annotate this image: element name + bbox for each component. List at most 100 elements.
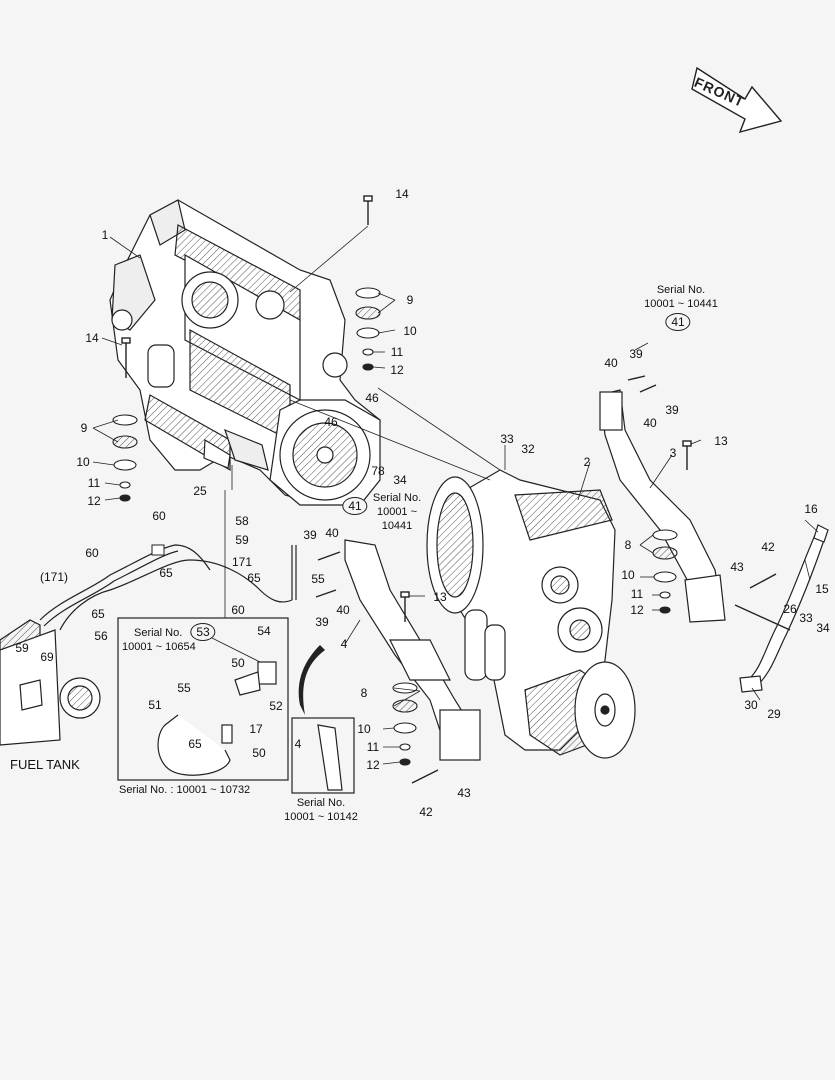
serial-note-mid: Serial No. 10001 ~ 10441 [373,491,421,533]
callout-50: 50 [231,656,245,670]
callout-13: 13 [433,590,447,604]
callout-40: 40 [604,356,618,370]
serial-note-title: Serial No. [296,797,346,809]
callout-60: 60 [152,509,166,523]
serial-note-title: Serial No. [372,492,422,504]
ref-53: 53 [190,623,216,641]
serial-note-title: Serial No. [134,627,183,639]
callout-43: 43 [457,786,471,800]
callout-46: 46 [324,415,338,429]
bolts [121,195,777,784]
callout-25: 25 [193,484,207,498]
leader-lines [92,225,819,765]
front-arrow-icon [691,66,783,134]
callout-34: 34 [816,621,830,635]
mount-stack-right [652,529,678,614]
callout-54: 54 [257,624,271,638]
callout-43: 43 [730,560,744,574]
callout-59: 59 [235,533,249,547]
mount-stack-left [112,414,138,502]
callout-12: 12 [630,603,644,617]
callout-13: 13 [714,434,728,448]
mount-stack-top [355,287,381,371]
serial-note-box: Serial No. 10001 ~ 10654 [122,626,196,654]
callout-78: 78 [371,464,385,478]
callout-4-detail: 4 [294,737,302,751]
mount-stack-mid [392,682,418,766]
callout-8: 8 [624,538,632,552]
callout-10: 10 [76,455,90,469]
callout-65: 65 [91,607,105,621]
callout-11: 11 [87,476,101,490]
callout-39: 39 [303,528,317,542]
callout-11: 11 [630,587,644,601]
bracket-curve [298,645,325,715]
engine-assembly [109,199,381,506]
callout-39: 39 [665,403,679,417]
callout-29: 29 [767,707,781,721]
callout-17: 17 [249,722,263,736]
callout-59: 59 [15,641,29,655]
callout-171-paren: (171) [39,570,69,584]
callout-40: 40 [643,416,657,430]
callout-40: 40 [336,603,350,617]
transmission-assembly [426,469,636,759]
callout-56: 56 [94,629,108,643]
callout-11: 11 [390,345,404,359]
fuel-tank-label: FUEL TANK [10,757,80,772]
serial-note-range: 10001 ~ [376,506,418,518]
callout-15: 15 [815,582,829,596]
serial-note-top: Serial No. 10001 ~ 10441 [644,283,718,311]
callout-8: 8 [360,686,368,700]
callout-12: 12 [390,363,404,377]
mount-bracket-4 [344,539,481,761]
callout-60: 60 [231,603,245,617]
callout-55: 55 [177,681,191,695]
serial-note-range: 10001 ~ 10441 [644,298,718,310]
serial-note-box-bottom: Serial No. : 10001 ~ 10732 [119,784,251,796]
serial-note-title: Serial No. [656,284,706,296]
serial-note-range: 10001 ~ 10654 [122,641,196,653]
callout-40: 40 [325,526,339,540]
callout-65: 65 [159,566,173,580]
bracket-4-detail [317,724,343,791]
fuel-line-detail [157,661,277,776]
callout-30: 30 [744,698,758,712]
callout-14: 14 [395,187,409,201]
callout-42: 42 [419,805,433,819]
fuel-clamp [151,544,165,556]
rod-26 [734,604,791,631]
detail-box-fuel [117,617,289,781]
callout-33: 33 [500,432,514,446]
callout-55: 55 [311,572,325,586]
mount-bracket-3 [599,389,726,623]
callout-10: 10 [403,324,417,338]
callout-46: 46 [365,391,379,405]
fuel-tank [0,619,101,746]
callout-9: 9 [80,421,88,435]
callout-60: 60 [85,546,99,560]
callout-2: 2 [583,455,591,469]
callout-32: 32 [521,442,535,456]
callout-14: 14 [85,331,99,345]
callout-26: 26 [783,602,797,616]
serial-note-range: 10001 ~ 10142 [284,811,358,823]
callout-58: 58 [235,514,249,528]
callout-51: 51 [148,698,162,712]
serial-note-range: 10441 [381,520,413,532]
callout-171: 171 [231,555,253,569]
callout-1: 1 [101,228,109,242]
callout-69: 69 [40,650,54,664]
fuel-lines [39,544,297,631]
detail-box-bracket [291,717,355,794]
callout-16: 16 [804,502,818,516]
callout-11: 11 [366,740,380,754]
callout-52: 52 [269,699,283,713]
ref-41-mid: 41 [342,497,368,515]
callout-65: 65 [247,571,261,585]
callout-10: 10 [357,722,371,736]
callout-9: 9 [406,293,414,307]
callout-39: 39 [315,615,329,629]
callout-42: 42 [761,540,775,554]
